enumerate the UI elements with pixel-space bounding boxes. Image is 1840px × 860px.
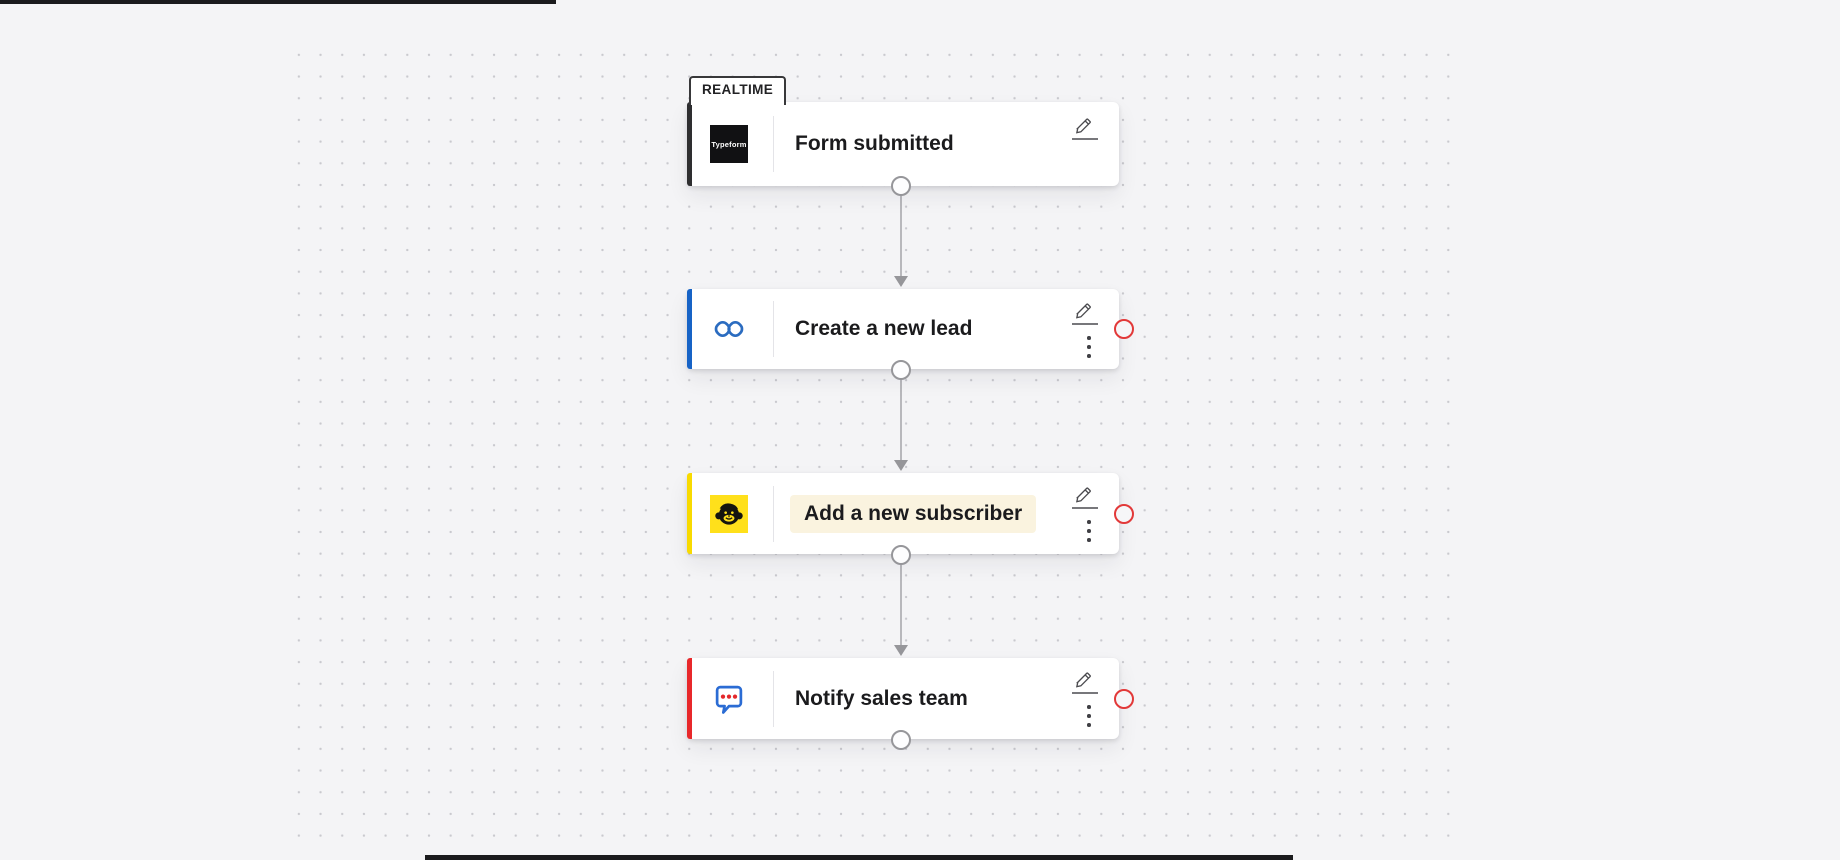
node-card-action-2[interactable]: Add a new subscriber <box>687 473 1119 554</box>
node-accent-bar <box>687 473 692 554</box>
node-title: Notify sales team <box>795 686 968 710</box>
pencil-icon <box>1075 303 1091 319</box>
node-card-action-1[interactable]: Create a new lead <box>687 289 1119 369</box>
connector-port[interactable] <box>891 176 911 196</box>
divider <box>773 116 774 172</box>
connector-arrow-icon <box>894 645 908 656</box>
connector-port[interactable] <box>891 730 911 750</box>
connector-port[interactable] <box>891 545 911 565</box>
pencil-icon <box>1075 487 1091 503</box>
edit-button[interactable] <box>1072 300 1098 326</box>
divider <box>773 301 774 357</box>
connector-line <box>900 564 902 645</box>
node-title: Form submitted <box>795 132 954 155</box>
pencil-icon <box>1075 118 1091 134</box>
more-menu-button[interactable] <box>1083 336 1095 358</box>
connector-line <box>900 379 902 460</box>
node-card-trigger[interactable]: Typeform Form submitted <box>687 102 1119 186</box>
node-accent-bar <box>687 658 692 739</box>
screenshot-edge-bar-top <box>0 0 556 4</box>
node-title: Create a new lead <box>795 317 973 340</box>
mailchimp-icon <box>710 494 748 533</box>
more-menu-button[interactable] <box>1083 705 1095 727</box>
realtime-badge: REALTIME <box>689 76 787 105</box>
zoho-crm-icon <box>710 310 748 348</box>
screenshot-edge-bar-bottom <box>425 855 1293 860</box>
node-accent-bar <box>687 102 692 186</box>
pencil-icon <box>1075 672 1091 688</box>
edit-button[interactable] <box>1072 669 1098 695</box>
connector-arrow-icon <box>894 460 908 471</box>
edit-button[interactable] <box>1072 484 1098 510</box>
typeform-icon: Typeform <box>710 125 748 163</box>
divider <box>773 670 774 727</box>
connector-arrow-icon <box>894 276 908 287</box>
zoho-cliq-icon <box>710 680 748 718</box>
connector-line <box>900 195 902 276</box>
node-card-action-3[interactable]: Notify sales team <box>687 658 1119 739</box>
node-accent-bar <box>687 289 692 369</box>
node-title-highlighted: Add a new subscriber <box>790 494 1037 533</box>
more-menu-button[interactable] <box>1083 520 1095 542</box>
error-indicator[interactable] <box>1114 504 1134 524</box>
error-indicator[interactable] <box>1114 689 1134 709</box>
connector-port[interactable] <box>891 360 911 380</box>
divider <box>773 485 774 542</box>
edit-button[interactable] <box>1072 115 1098 141</box>
error-indicator[interactable] <box>1114 319 1134 339</box>
